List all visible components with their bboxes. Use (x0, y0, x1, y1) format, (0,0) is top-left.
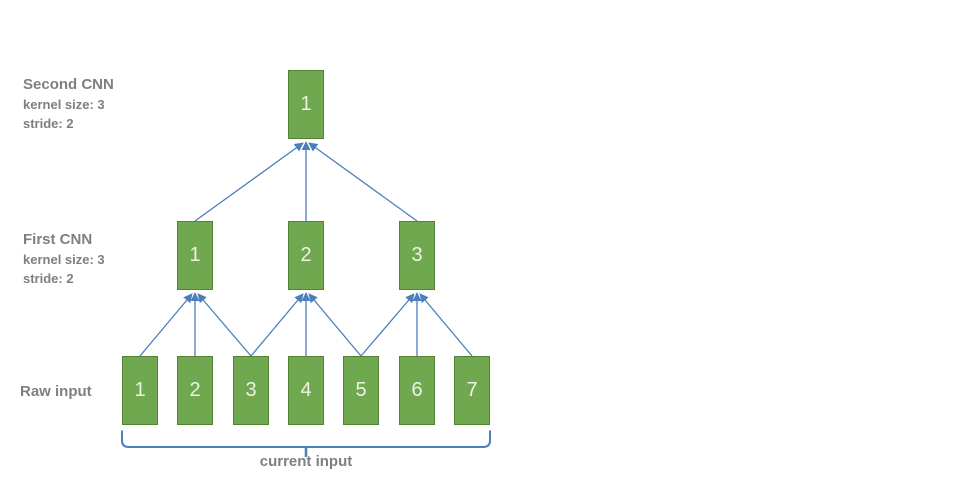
arrow-first3-to-second1 (308, 142, 418, 222)
node-raw-5: 5 (343, 356, 379, 425)
arrow-raw3-to-first2 (250, 293, 304, 357)
node-first-cnn-3: 3 (399, 221, 435, 290)
bracket-shape (121, 430, 491, 448)
current-input-bracket (121, 430, 491, 457)
second-cnn-title: Second CNN (23, 76, 114, 93)
node-raw-6: 6 (399, 356, 435, 425)
first-cnn-stride: stride: 2 (23, 271, 74, 286)
node-raw-4: 4 (288, 356, 324, 425)
raw-input-title: Raw input (20, 383, 92, 400)
node-first-cnn-1: 1 (177, 221, 213, 290)
node-raw-1: 1 (122, 356, 158, 425)
node-raw-7: 7 (454, 356, 490, 425)
first-cnn-title: First CNN (23, 231, 93, 248)
node-raw-3: 3 (233, 356, 269, 425)
arrows-raw-to-first (139, 292, 473, 357)
node-raw-2: 2 (177, 356, 213, 425)
arrow-raw5-to-first3 (360, 293, 415, 357)
second-cnn-kernel-size: kernel size: 3 (23, 97, 105, 112)
node-first-cnn-2: 2 (288, 221, 324, 290)
second-cnn-annotation: Second CNN kernel size: 3 stride: 2 (23, 74, 114, 133)
raw-input-annotation: Raw input (20, 381, 92, 402)
arrows-first-to-second (194, 141, 418, 222)
arrow-raw5-to-first2 (308, 293, 362, 357)
arrow-first1-to-second1 (194, 142, 304, 222)
first-cnn-kernel-size: kernel size: 3 (23, 252, 105, 267)
second-cnn-stride: stride: 2 (23, 116, 74, 131)
arrow-raw1-to-first1 (139, 293, 193, 357)
current-input-label: current input (259, 453, 353, 470)
node-second-cnn-1: 1 (288, 70, 324, 139)
arrow-raw3-to-first1 (197, 293, 252, 357)
first-cnn-annotation: First CNN kernel size: 3 stride: 2 (23, 229, 105, 288)
arrow-raw7-to-first3 (419, 293, 473, 357)
